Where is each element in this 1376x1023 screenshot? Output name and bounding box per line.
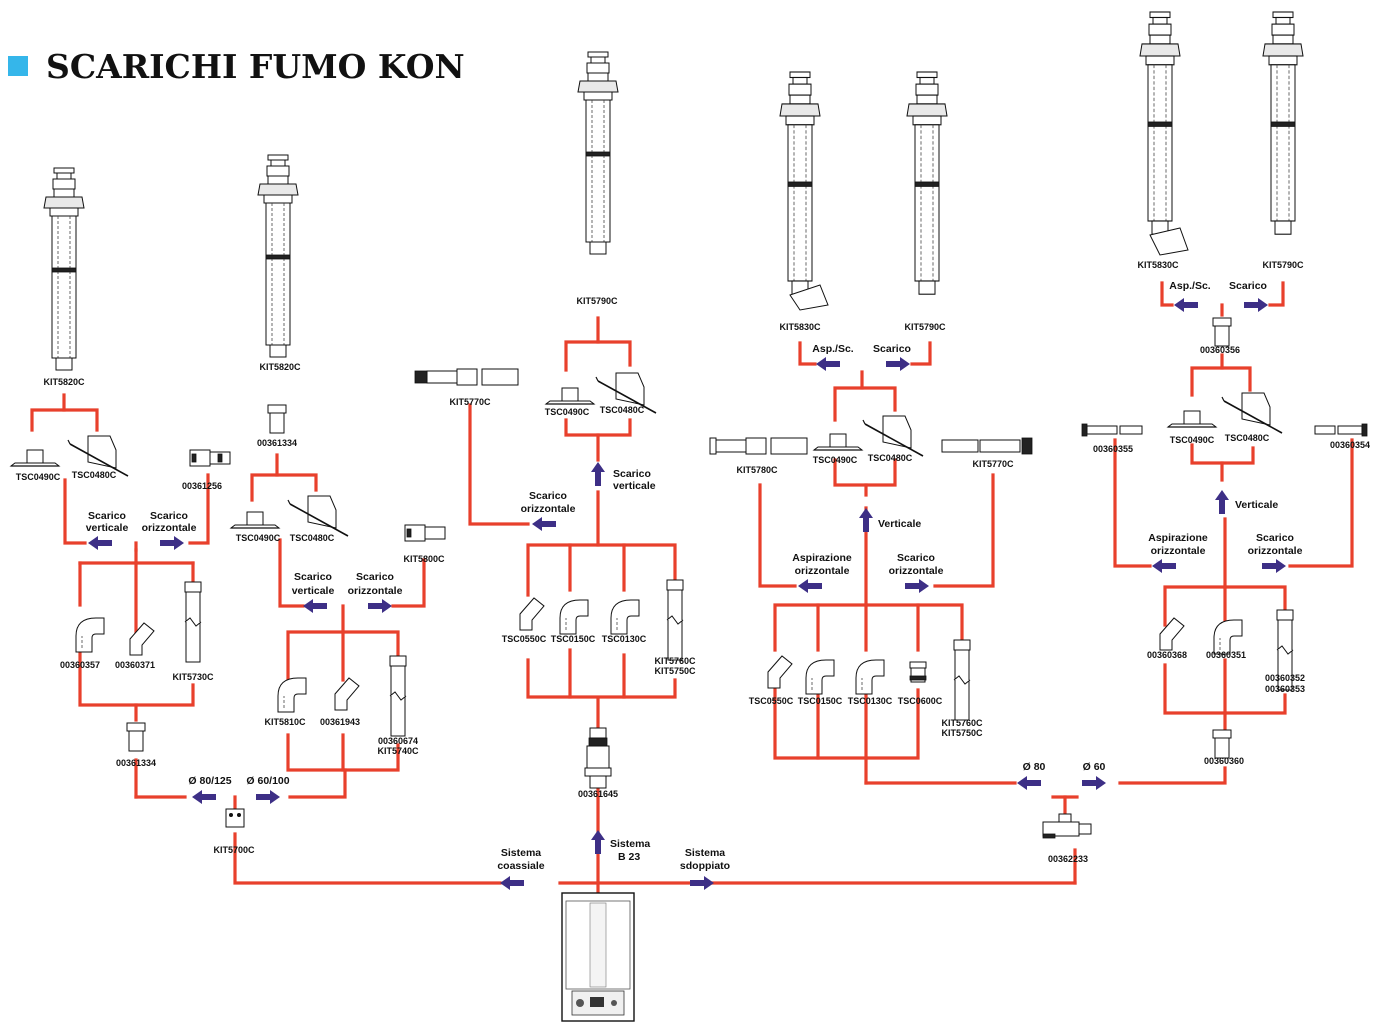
- label-00360371: 00360371: [115, 660, 155, 670]
- flow-orizzontale-3: orizzontale: [521, 503, 576, 515]
- label-tsc0490c-4: TSC0490C: [813, 455, 858, 465]
- label-00361645: 00361645: [578, 789, 618, 799]
- label-00360356: 00360356: [1200, 345, 1240, 355]
- label-kit5770c-mid: KIT5770C: [972, 459, 1014, 469]
- flow-orizzontale-6: orizzontale: [1151, 545, 1206, 557]
- label-tsc0480c-5: TSC0480C: [1225, 433, 1270, 443]
- flow-sistema-3: Sistema: [685, 847, 725, 859]
- label-00361943: 00361943: [320, 717, 360, 727]
- flow-orizzontale-2: orizzontale: [348, 585, 403, 597]
- label-kit5790c-mid: KIT5790C: [904, 322, 946, 332]
- label-00360353: 00360353: [1265, 684, 1305, 694]
- label-kit5820c-b: KIT5820C: [259, 362, 301, 372]
- flow-arrows: [88, 298, 1286, 890]
- flow-labels: Scarico verticale Scarico orizzontale Sc…: [86, 280, 1303, 872]
- label-kit5790c-center: KIT5790C: [576, 296, 618, 306]
- label-00361334-a: 00361334: [257, 438, 297, 448]
- flow-scarico-oriz-6: Scarico: [1256, 532, 1294, 544]
- label-kit5780c: KIT5780C: [736, 465, 778, 475]
- label-00360352: 00360352: [1265, 673, 1305, 683]
- label-kit5700c: KIT5700C: [213, 845, 255, 855]
- connection-lines: [30, 281, 1354, 897]
- label-tsc0490c-5: TSC0490C: [1170, 435, 1215, 445]
- boiler: [561, 892, 635, 1022]
- label-00360360: 00360360: [1204, 756, 1244, 766]
- flow-scarico-5: Scarico: [873, 343, 911, 355]
- flow-sdoppiato: sdoppiato: [680, 860, 730, 872]
- flow-scarico-vert-3: Scarico: [613, 468, 651, 480]
- flow-d80: Ø 80: [1023, 761, 1046, 773]
- label-kit5760c-b: KIT5760C: [941, 718, 983, 728]
- label-kit5750c-a: KIT5750C: [654, 666, 696, 676]
- label-kit5740c: KIT5740C: [377, 746, 419, 756]
- flow-coassiale: coassiale: [497, 860, 544, 872]
- label-kit5770c-center: KIT5770C: [449, 397, 491, 407]
- flow-orizzontale-5: orizzontale: [889, 565, 944, 577]
- label-tsc0150c-a: TSC0150C: [551, 634, 596, 644]
- flow-aspirazione-1: Aspirazione: [792, 552, 852, 564]
- label-kit5830c-right: KIT5830C: [1137, 260, 1179, 270]
- label-tsc0490c-3: TSC0490C: [545, 407, 590, 417]
- flow-verticale-1: verticale: [86, 522, 129, 534]
- flow-scarico-vert-2: Scarico: [294, 571, 332, 583]
- flow-sistema-2: Sistema: [610, 838, 650, 850]
- flow-verticale-cap-2: Verticale: [1235, 499, 1278, 511]
- label-00360674: 00360674: [378, 736, 418, 746]
- label-kit5800c: KIT5800C: [403, 554, 445, 564]
- label-kit5810c: KIT5810C: [264, 717, 306, 727]
- label-kit5750c-b: KIT5750C: [941, 728, 983, 738]
- flow-scarico-oriz-4: Scarico: [897, 552, 935, 564]
- label-tsc0550c-b: TSC0550C: [749, 696, 794, 706]
- label-00360354: 00360354: [1330, 440, 1370, 450]
- flow-scarico-vert-1: Scarico: [88, 510, 126, 522]
- label-00360368: 00360368: [1147, 650, 1187, 660]
- flow-scarico-oriz-1: Scarico: [150, 510, 188, 522]
- label-tsc0130c-b: TSC0130C: [848, 696, 893, 706]
- label-kit5760c-a: KIT5760C: [654, 656, 696, 666]
- flow-sistema-1: Sistema: [501, 847, 541, 859]
- label-tsc0480c-3: TSC0480C: [600, 405, 645, 415]
- label-00360351: 00360351: [1206, 650, 1246, 660]
- flow-b23: B 23: [618, 851, 640, 863]
- label-00361334-b: 00361334: [116, 758, 156, 768]
- flow-d60-100: Ø 60/100: [246, 775, 289, 787]
- label-tsc0490c-2: TSC0490C: [236, 533, 281, 543]
- label-tsc0480c-1: TSC0480C: [72, 470, 117, 480]
- label-kit5820c-a: KIT5820C: [43, 377, 85, 387]
- flow-aspirazione-2: Aspirazione: [1148, 532, 1208, 544]
- label-tsc0550c-a: TSC0550C: [502, 634, 547, 644]
- label-00360355: 00360355: [1093, 444, 1133, 454]
- label-00362233: 00362233: [1048, 854, 1088, 864]
- flow-orizzontale-7: orizzontale: [1248, 545, 1303, 557]
- flow-scarico-6: Scarico: [1229, 280, 1267, 292]
- flow-d80-125: Ø 80/125: [188, 775, 231, 787]
- flow-verticale-2: verticale: [292, 585, 335, 597]
- flow-d60: Ø 60: [1083, 761, 1106, 773]
- label-tsc0600c: TSC0600C: [898, 696, 943, 706]
- label-kit5830c-mid: KIT5830C: [779, 322, 821, 332]
- label-tsc0130c-a: TSC0130C: [602, 634, 647, 644]
- flow-scarico-oriz-2: Scarico: [356, 571, 394, 583]
- label-00361256: 00361256: [182, 481, 222, 491]
- flow-orizzontale-4: orizzontale: [795, 565, 850, 577]
- label-kit5730c: KIT5730C: [172, 672, 214, 682]
- label-00360357: 00360357: [60, 660, 100, 670]
- label-tsc0480c-4: TSC0480C: [868, 453, 913, 463]
- label-tsc0490c-1: TSC0490C: [16, 472, 61, 482]
- flow-verticale-cap-1: Verticale: [878, 518, 921, 530]
- page-title: SCARICHI FUMO KON: [46, 47, 465, 86]
- title-marker: [8, 56, 28, 76]
- flow-orizzontale-1: orizzontale: [142, 522, 197, 534]
- flow-asp-sc-2: Asp./Sc.: [1169, 280, 1211, 292]
- label-kit5790c-right: KIT5790C: [1262, 260, 1304, 270]
- component-drawings: [10, 11, 1368, 1022]
- flow-asp-sc-1: Asp./Sc.: [812, 343, 854, 355]
- flow-scarico-oriz-3: Scarico: [529, 490, 567, 502]
- label-tsc0480c-2: TSC0480C: [290, 533, 335, 543]
- component-labels: KIT5820C KIT5820C KIT5790C KIT5830C KIT5…: [16, 260, 1370, 864]
- flow-verticale-3: verticale: [613, 480, 656, 492]
- label-tsc0150c-b: TSC0150C: [798, 696, 843, 706]
